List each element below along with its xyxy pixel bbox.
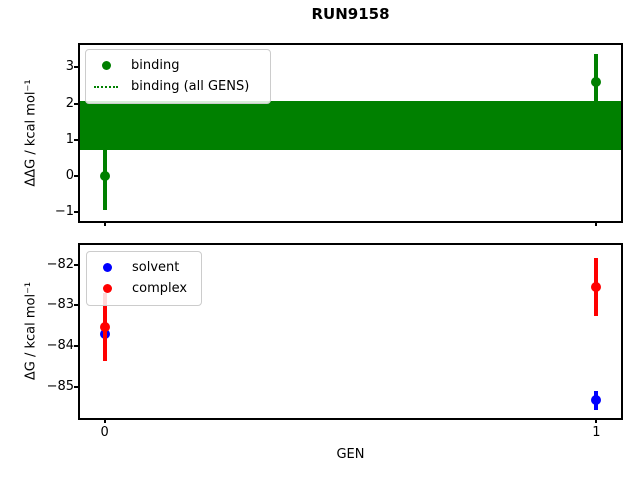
solvent-data-point	[591, 395, 602, 406]
y-tick-mark	[74, 304, 79, 307]
y-tick-mark	[74, 138, 79, 141]
legend-item-solvent: solvent	[95, 257, 191, 278]
y-tick-mark	[74, 385, 79, 388]
y-tick-label: 3	[65, 59, 74, 75]
legend-item-binding: binding	[94, 55, 260, 76]
x-tick-label: 0	[100, 425, 109, 440]
all-gens-confidence-band	[80, 100, 621, 150]
legend-item-complex: complex	[95, 278, 191, 299]
complex-data-point	[99, 322, 110, 333]
legend-item-binding-all-gens: binding (all GENS)	[94, 76, 260, 97]
y-tick-mark	[74, 66, 79, 69]
y-tick-mark	[74, 344, 79, 347]
y-tick-label: −82	[46, 256, 74, 272]
x-tick-mark	[595, 418, 598, 423]
y-tick-label: −83	[46, 297, 74, 313]
y-tick-mark	[74, 175, 79, 178]
y-tick-mark	[74, 263, 79, 266]
y-tick-label: −1	[54, 204, 74, 220]
legend-solvent-complex: solvent complex	[86, 251, 202, 306]
binding-marker-icon	[101, 61, 111, 70]
y-tick-label: 2	[65, 95, 74, 111]
legend-label: binding	[131, 58, 180, 73]
binding-all-gens-line-icon	[94, 85, 118, 88]
binding-data-point	[591, 76, 602, 87]
solvent-marker-icon	[102, 263, 112, 272]
complex-data-point	[591, 281, 602, 292]
x-axis-label: GEN	[336, 447, 365, 462]
axes-solvent-complex: solvent complex −82 −83 −84 −85 0 1	[47, 243, 623, 440]
legend-label: solvent	[132, 260, 180, 275]
y-tick-label: −85	[46, 378, 74, 394]
y-tick-mark	[74, 211, 79, 214]
legend-label: binding (all GENS)	[131, 79, 250, 94]
y-tick-label: −84	[46, 337, 74, 353]
x-tick-mark	[595, 221, 598, 226]
x-tick-label: 1	[592, 425, 601, 440]
binding-data-point	[99, 171, 110, 182]
legend-binding: binding binding (all GENS)	[85, 49, 271, 104]
y-tick-label: 0	[65, 168, 74, 184]
chart-title: RUN9158	[311, 5, 390, 23]
axes-binding: binding binding (all GENS) 3 2 1 0 −1	[55, 43, 623, 226]
x-tick-mark	[103, 221, 106, 226]
legend-label: complex	[132, 281, 188, 296]
y-tick-label: 1	[65, 131, 74, 147]
x-tick-mark	[103, 418, 106, 423]
complex-marker-icon	[102, 284, 112, 293]
y-tick-mark	[74, 102, 79, 105]
